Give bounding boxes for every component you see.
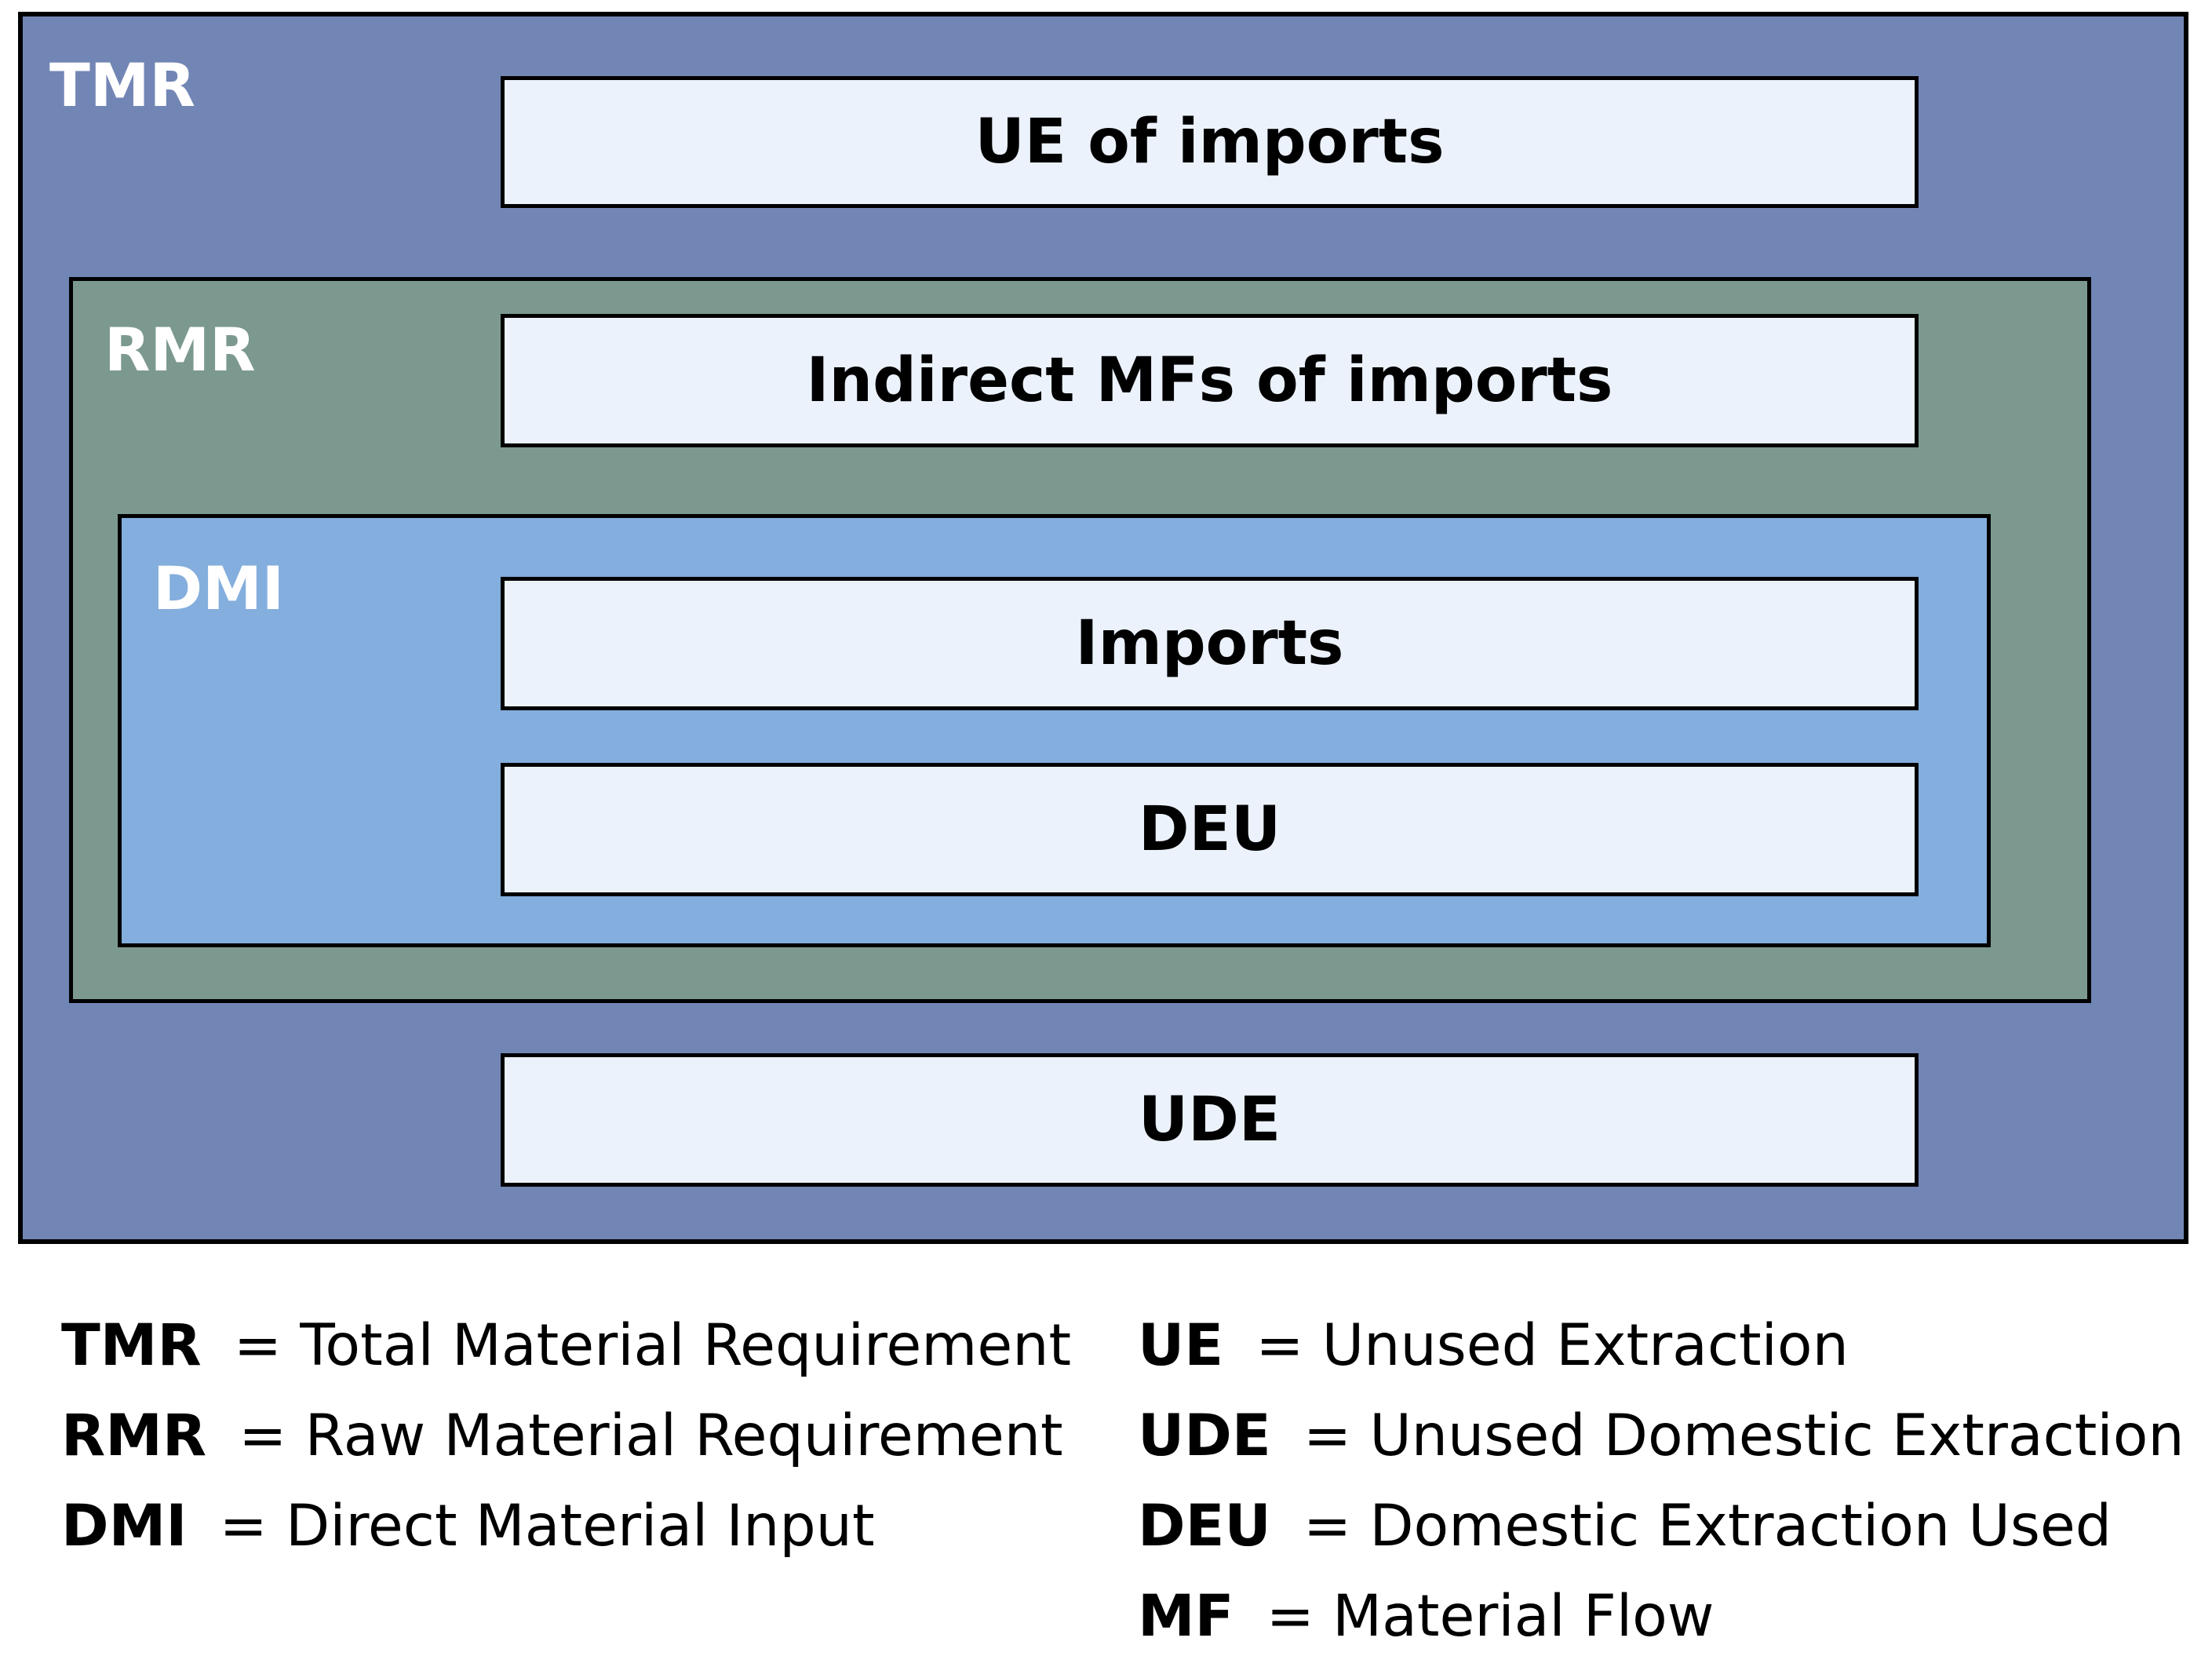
legend-abbr-mf: MF <box>1138 1583 1234 1650</box>
legend-def-mf: = Material Flow <box>1266 1583 1715 1650</box>
legend-def-ue: = Unused Extraction <box>1255 1312 1849 1379</box>
rmr-box: RMR Indirect MFs of imports DMI Imports … <box>69 277 2091 1003</box>
legend-abbr-rmr: RMR <box>61 1403 207 1469</box>
legend-def-deu: = Domestic Extraction Used <box>1303 1493 2112 1559</box>
legend-abbr-deu: DEU <box>1138 1493 1271 1559</box>
bar-indirect-mfs-of-imports: Indirect MFs of imports <box>501 314 1919 447</box>
legend-def-rmr: = Raw Material Requirement <box>239 1403 1063 1469</box>
bar-deu-label: DEU <box>1138 794 1281 865</box>
bar-ue-of-imports-label: UE of imports <box>975 107 1445 177</box>
legend-row-dmi: DMI = Direct Material Input <box>61 1497 1071 1588</box>
legend-abbr-ude: UDE <box>1138 1403 1271 1469</box>
bar-ue-of-imports: UE of imports <box>501 76 1919 208</box>
bar-ude-label: UDE <box>1138 1085 1281 1155</box>
legend-def-ude: = Unused Domestic Extraction <box>1303 1403 2185 1469</box>
legend-def-dmi: = Direct Material Input <box>219 1493 875 1559</box>
legend-row-deu: DEU = Domestic Extraction Used <box>1138 1497 2185 1588</box>
bar-deu: DEU <box>501 763 1919 896</box>
legend-left-column: TMR = Total Material Requirement RMR = R… <box>61 1317 1071 1588</box>
legend-row-rmr: RMR = Raw Material Requirement <box>61 1407 1071 1497</box>
tmr-label: TMR <box>49 50 195 120</box>
bar-imports-label: Imports <box>1075 608 1344 679</box>
legend-abbr-tmr: TMR <box>61 1312 202 1379</box>
bar-indirect-mfs-of-imports-label: Indirect MFs of imports <box>806 345 1613 416</box>
legend-def-tmr: = Total Material Requirement <box>233 1312 1072 1379</box>
legend-right-column: UE = Unused Extraction UDE = Unused Dome… <box>1138 1317 2185 1678</box>
rmr-label: RMR <box>104 315 256 385</box>
bar-ude: UDE <box>501 1053 1919 1187</box>
legend-row-mf: MF = Material Flow <box>1138 1588 2185 1678</box>
legend-row-ue: UE = Unused Extraction <box>1138 1317 2185 1407</box>
legend-abbr-ue: UE <box>1138 1312 1224 1379</box>
bar-imports: Imports <box>501 577 1919 710</box>
dmi-box: DMI Imports DEU <box>118 514 1991 947</box>
dmi-label: DMI <box>153 553 284 623</box>
legend-row-ude: UDE = Unused Domestic Extraction <box>1138 1407 2185 1497</box>
legend-row-tmr: TMR = Total Material Requirement <box>61 1317 1071 1407</box>
legend-abbr-dmi: DMI <box>61 1493 188 1559</box>
tmr-box: TMR UE of imports RMR Indirect MFs of im… <box>18 12 2188 1244</box>
